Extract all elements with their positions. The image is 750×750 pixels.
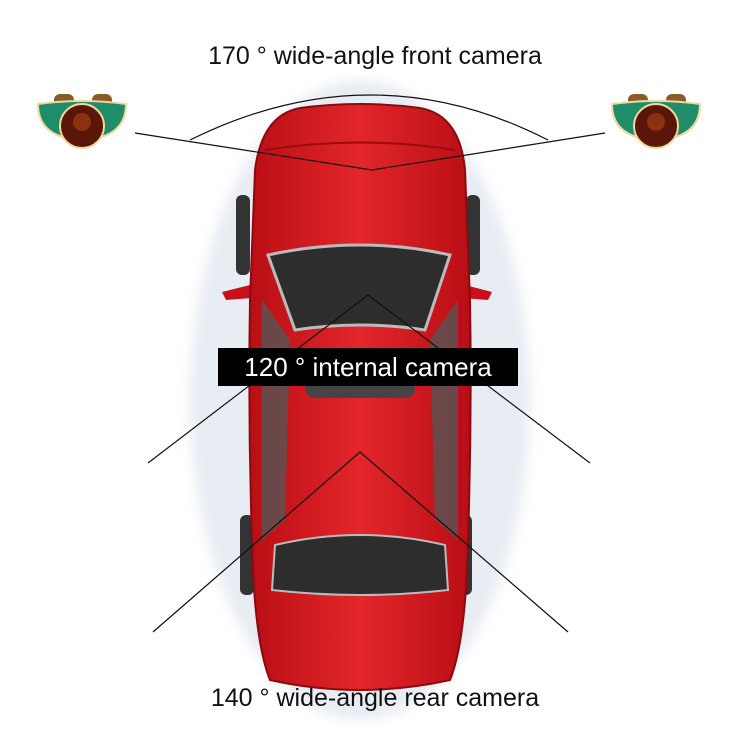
hood-line xyxy=(264,141,456,151)
front-camera-label: 170 ° wide-angle front camera xyxy=(208,42,542,70)
rear-angle-lines xyxy=(152,451,569,633)
windshield xyxy=(266,243,452,332)
view-angle-lines xyxy=(134,94,606,633)
wheel-front-left xyxy=(236,195,250,275)
front-angle-lines xyxy=(134,132,606,171)
wheel-front-right xyxy=(466,195,480,275)
rear-camera-label: 140 ° wide-angle rear camera xyxy=(210,684,540,712)
wheel-rear-left xyxy=(240,515,254,595)
rear-window xyxy=(270,534,450,596)
front-angle-arc xyxy=(189,94,549,141)
internal-camera-label: 120 ° internal camera xyxy=(218,348,518,386)
mirror-left xyxy=(222,285,252,300)
wheels xyxy=(236,195,480,595)
camera-icon-left xyxy=(36,94,128,149)
camera-icon-right xyxy=(610,94,702,149)
internal-angle-lines xyxy=(147,294,591,464)
